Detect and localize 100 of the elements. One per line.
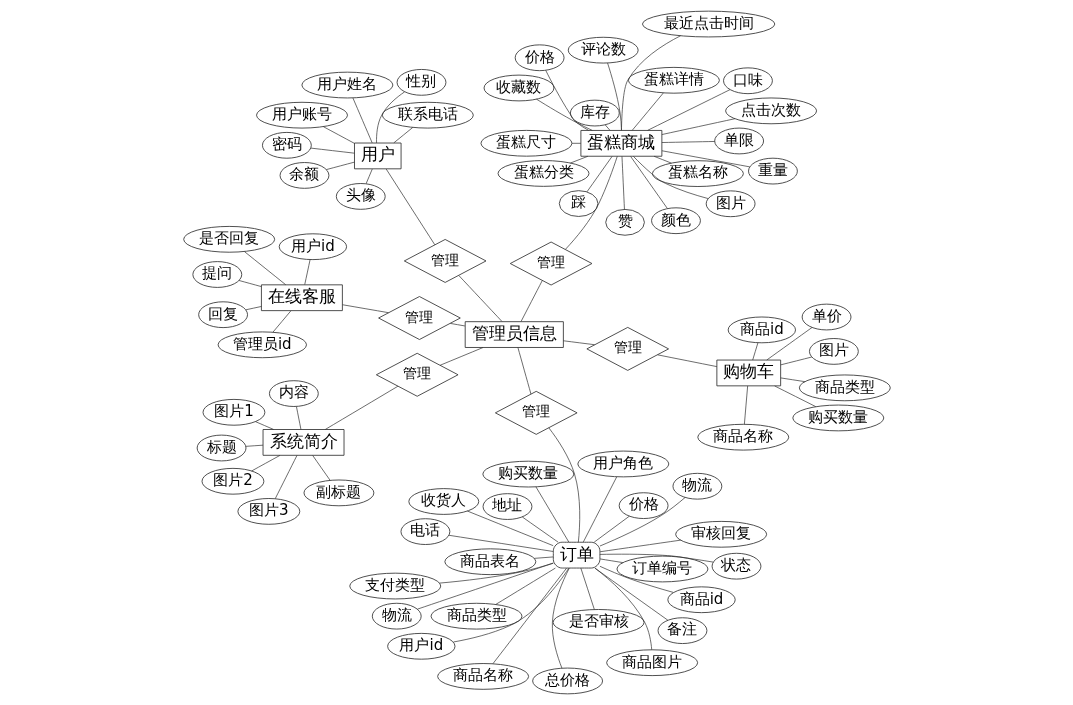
- node-ellipse: 踩: [558, 190, 598, 217]
- connector: [295, 406, 301, 430]
- connector: [779, 356, 812, 366]
- node-ellipse: 商品类型: [430, 602, 522, 630]
- node-ellipse: 收货人: [407, 488, 479, 515]
- connector: [375, 91, 405, 144]
- connector: [599, 497, 685, 547]
- node-ellipse: 电话: [400, 518, 450, 545]
- node-ellipse: 图片: [808, 338, 859, 365]
- connector: [448, 534, 554, 552]
- node-box: 蛋糕商城: [579, 130, 662, 157]
- node-diamond: 管理: [377, 296, 461, 340]
- node-box: 管理员信息: [464, 321, 564, 348]
- connector: [244, 306, 262, 311]
- node-diamond: 管理: [585, 326, 669, 371]
- node-ellipse: 性别: [396, 69, 446, 96]
- node-box: 订单: [552, 541, 600, 569]
- node-ellipse: 商品表名: [443, 548, 536, 576]
- node-ellipse: 商品名称: [696, 423, 789, 451]
- connector: [324, 385, 398, 430]
- node-ellipse: 用户角色: [576, 450, 669, 478]
- connector: [416, 562, 554, 610]
- node-ellipse: 价格: [618, 492, 668, 519]
- connector: [535, 486, 569, 543]
- connector: [751, 342, 758, 361]
- connector: [743, 385, 748, 425]
- connector: [593, 515, 630, 543]
- node-ellipse: 内容: [268, 380, 319, 407]
- connector: [631, 92, 664, 131]
- node-ellipse: 图片1: [202, 398, 265, 426]
- node-ellipse: 单价: [801, 303, 851, 331]
- connector: [341, 304, 389, 314]
- connector: [311, 455, 330, 481]
- node-ellipse: 商品类型: [798, 374, 891, 402]
- connector: [250, 455, 280, 472]
- node-diamond: 管理: [509, 241, 592, 286]
- connector: [352, 97, 373, 144]
- node-ellipse: 审核回复: [674, 520, 767, 548]
- node-ellipse: 蛋糕分类: [497, 160, 589, 187]
- connector: [238, 280, 262, 287]
- node-ellipse: 是否审核: [552, 609, 644, 636]
- connector: [562, 340, 595, 346]
- node-ellipse: 评论数: [567, 36, 639, 64]
- node-ellipse: 价格: [514, 44, 564, 72]
- node-ellipse: 用户账号: [255, 101, 348, 129]
- connector: [272, 310, 291, 333]
- node-ellipse: 蛋糕详情: [627, 66, 720, 94]
- connector: [656, 354, 717, 367]
- node-ellipse: 购买数量: [791, 404, 884, 432]
- node-ellipse: 用户id: [278, 233, 347, 261]
- connector: [439, 347, 483, 366]
- node-ellipse: 图片3: [237, 498, 300, 525]
- connector: [629, 156, 668, 209]
- connector: [244, 444, 263, 447]
- connector: [449, 323, 465, 327]
- node-ellipse: 收藏数: [483, 74, 554, 102]
- connector: [544, 70, 589, 131]
- node-ellipse: 库存: [569, 99, 620, 127]
- connector: [571, 142, 581, 144]
- node-ellipse: 颜色: [650, 207, 701, 235]
- connector: [599, 558, 623, 563]
- node-ellipse: 商品id: [727, 316, 796, 344]
- node-ellipse: 点击次数: [724, 97, 817, 125]
- connector: [365, 168, 373, 185]
- node-ellipse: 物流: [672, 472, 722, 500]
- connector: [452, 567, 569, 643]
- node-diamond: 管理: [375, 352, 458, 397]
- node-ellipse: 管理员id: [217, 331, 307, 359]
- node-ellipse: 蛋糕尺寸: [480, 129, 572, 157]
- connector: [653, 155, 672, 164]
- connector: [466, 510, 554, 547]
- connector: [303, 259, 310, 285]
- node-ellipse: 用户姓名: [300, 71, 393, 99]
- node-ellipse: 支付类型: [348, 572, 441, 600]
- connector: [551, 567, 570, 669]
- connector: [517, 347, 531, 395]
- node-ellipse: 购买数量: [481, 460, 574, 488]
- connector: [521, 516, 558, 543]
- node-ellipse: 提问: [191, 261, 242, 288]
- connector: [564, 155, 618, 250]
- node-ellipse: 副标题: [303, 479, 374, 507]
- node-box: 系统简介: [262, 429, 344, 456]
- connector: [274, 455, 297, 500]
- connector: [594, 567, 652, 651]
- node-ellipse: 图片: [705, 190, 755, 218]
- connector: [520, 280, 543, 322]
- connector: [547, 427, 580, 543]
- connector: [586, 156, 612, 193]
- connector: [620, 35, 681, 131]
- node-ellipse: 地址: [482, 493, 532, 520]
- connector: [599, 553, 714, 563]
- node-ellipse: 图片2: [201, 467, 264, 495]
- connector: [457, 275, 502, 322]
- node-ellipse: 商品名称: [436, 663, 529, 690]
- connector: [580, 567, 595, 610]
- node-ellipse: 状态: [711, 552, 761, 580]
- node-ellipse: 余额: [279, 162, 329, 189]
- connector: [582, 476, 617, 543]
- connector: [569, 155, 588, 164]
- connector: [243, 251, 286, 286]
